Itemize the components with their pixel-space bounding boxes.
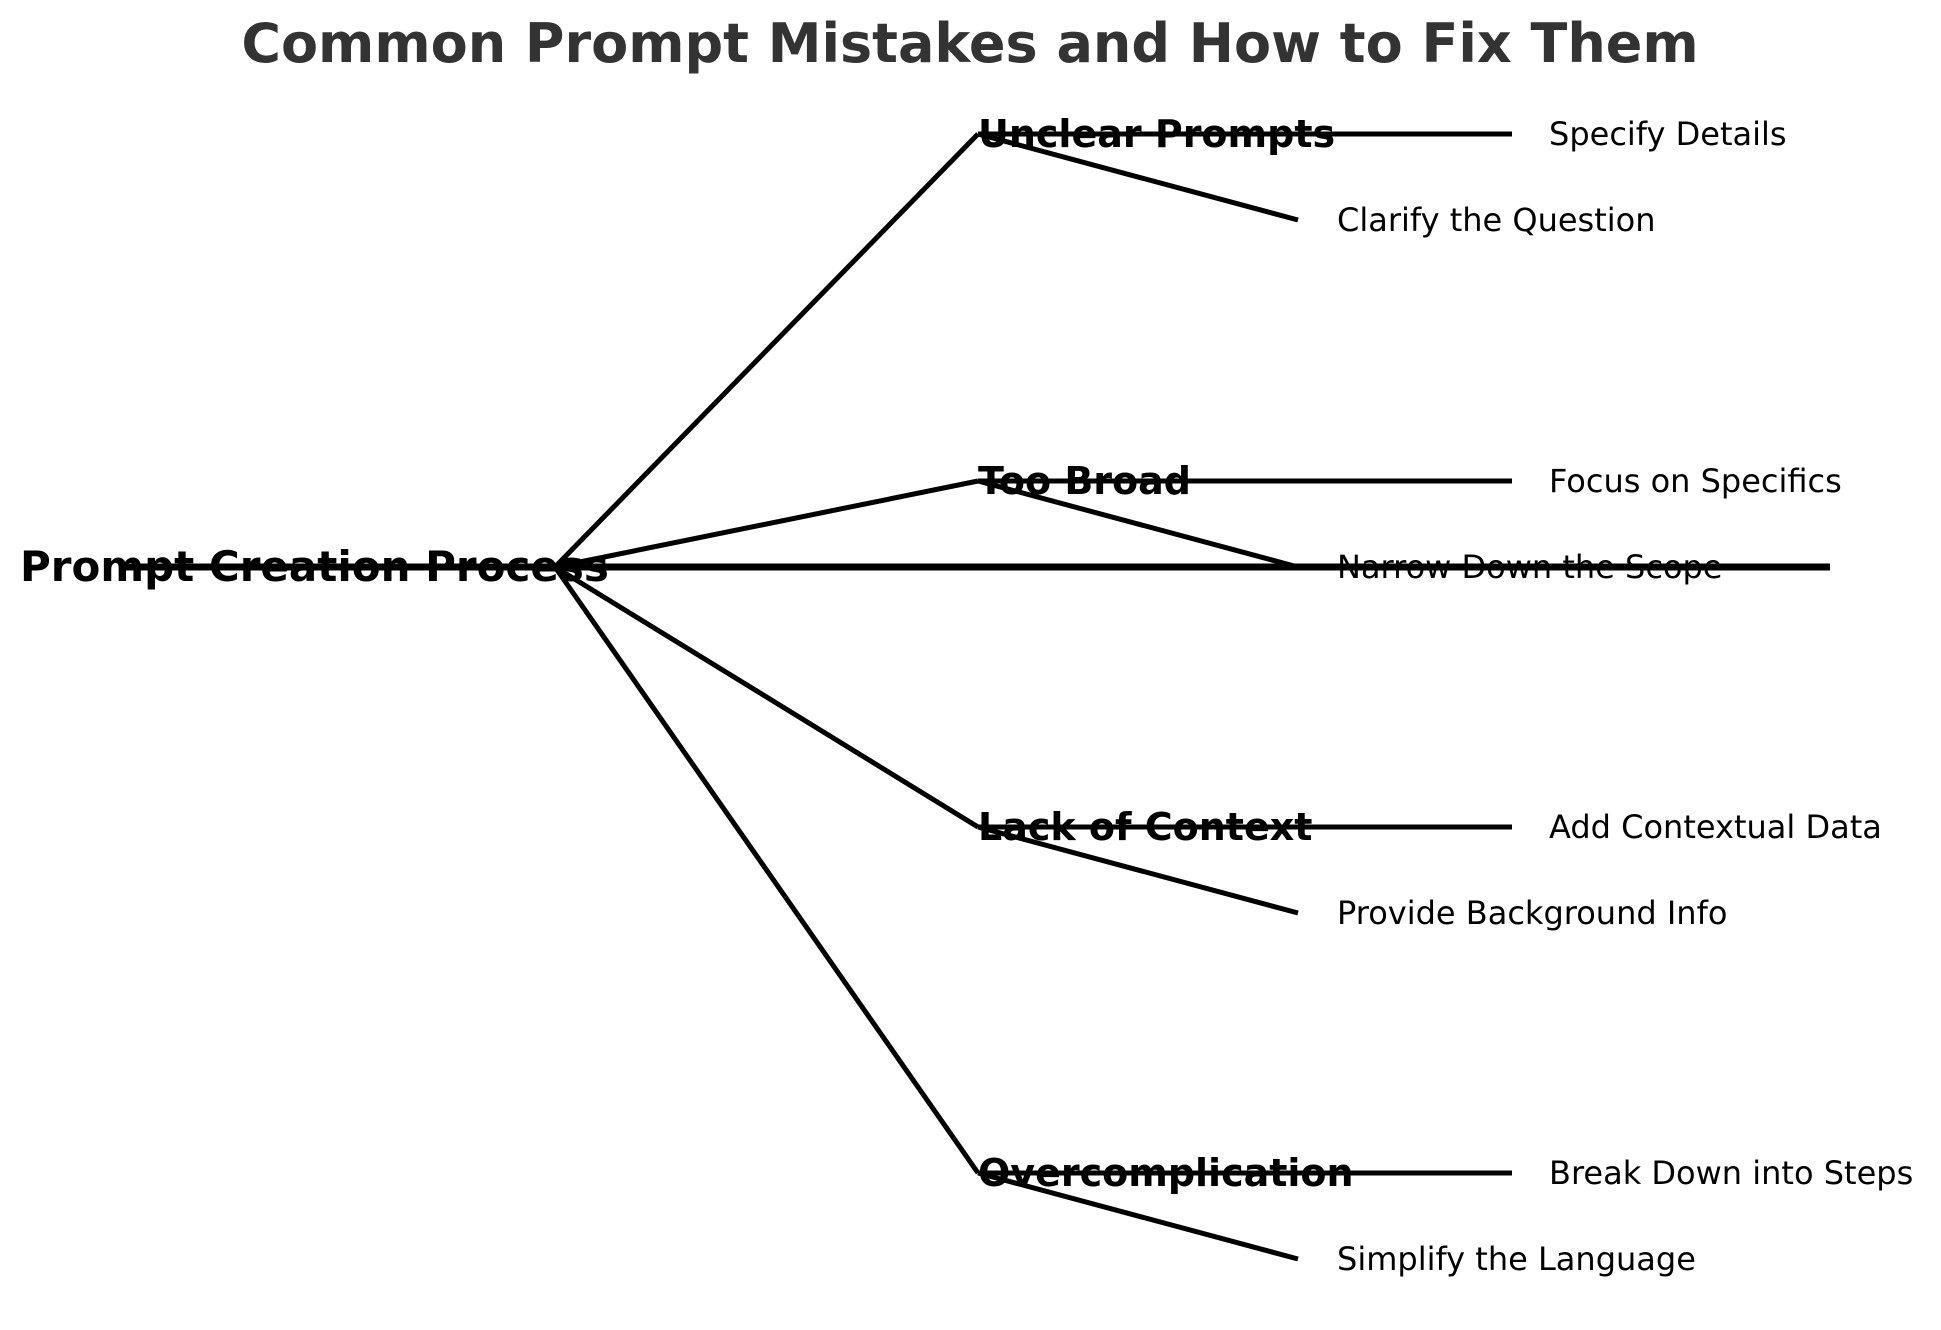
mistake-node-label: Overcomplication <box>978 1151 1354 1195</box>
diagram-title: Common Prompt Mistakes and How to Fix Th… <box>241 12 1698 75</box>
mistake-node-label: Lack of Context <box>978 805 1312 849</box>
fix-node-label: Add Contextual Data <box>1549 808 1882 846</box>
root-to-mistake-edge <box>553 132 980 569</box>
mistake-to-fix-edge <box>977 478 1299 570</box>
fix-node-label: Focus on Specifics <box>1549 462 1842 500</box>
root-node-label: Prompt Creation Process <box>20 542 609 591</box>
root-to-mistake-edge <box>552 565 981 1175</box>
root-to-mistake-edge <box>553 564 980 830</box>
mistake-node-label: Too Broad <box>978 459 1191 503</box>
fix-node-label: Clarify the Question <box>1337 201 1656 239</box>
fix-node-label: Provide Background Info <box>1337 894 1727 932</box>
mistake-to-fix-edge <box>977 131 1299 223</box>
diagram-edges <box>125 131 1830 1262</box>
fix-node-label: Break Down into Steps <box>1549 1154 1913 1192</box>
fix-node-label: Narrow Down the Scope <box>1337 548 1723 586</box>
mistake-to-fix-edge <box>977 824 1299 916</box>
mistake-node-label: Unclear Prompts <box>978 112 1335 156</box>
root-to-mistake-edge <box>554 478 979 570</box>
fix-node-label: Simplify the Language <box>1337 1240 1696 1278</box>
mistake-to-fix-edge <box>977 1170 1299 1262</box>
fix-node-label: Specify Details <box>1549 115 1787 153</box>
